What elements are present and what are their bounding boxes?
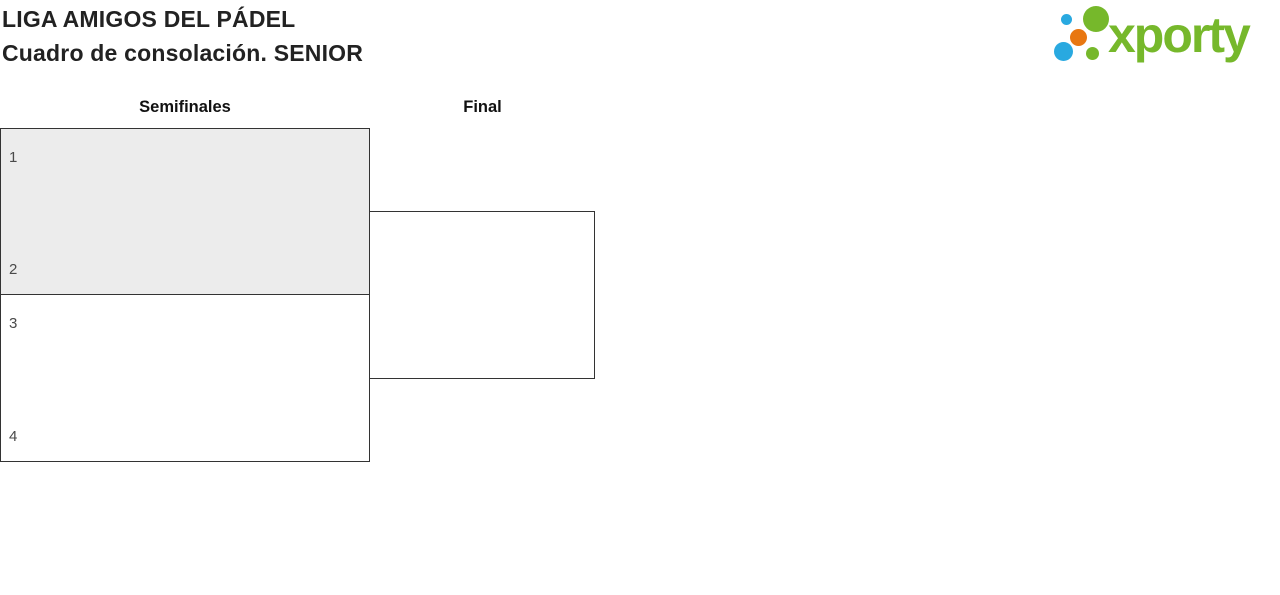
semifinal-match-1[interactable]: 1 2 — [0, 128, 370, 295]
logo-dot-orange-icon — [1070, 29, 1087, 46]
round-header-final: Final — [463, 98, 502, 116]
page-title: LIGA AMIGOS DEL PÁDEL — [2, 6, 296, 32]
seed-label-4: 4 — [9, 428, 18, 445]
seed-label-1: 1 — [9, 149, 18, 166]
seed-label-2: 2 — [9, 261, 18, 278]
logo-dot-blue-small-icon — [1061, 14, 1072, 25]
xporty-logo: xporty — [1050, 0, 1280, 75]
xporty-logo-text: xporty — [1108, 7, 1251, 63]
page-header: LIGA AMIGOS DEL PÁDEL Cuadro de consolac… — [2, 2, 363, 70]
semifinal-match-2[interactable]: 3 4 — [0, 294, 370, 462]
logo-dot-blue-big-icon — [1054, 42, 1073, 61]
final-match[interactable] — [369, 211, 595, 379]
logo-dot-green-big-icon — [1083, 6, 1109, 32]
logo-dot-green-small-icon — [1086, 47, 1099, 60]
seed-label-3: 3 — [9, 315, 18, 332]
page-subtitle: Cuadro de consolación. SENIOR — [2, 40, 364, 66]
round-header-semifinales: Semifinales — [139, 98, 231, 116]
